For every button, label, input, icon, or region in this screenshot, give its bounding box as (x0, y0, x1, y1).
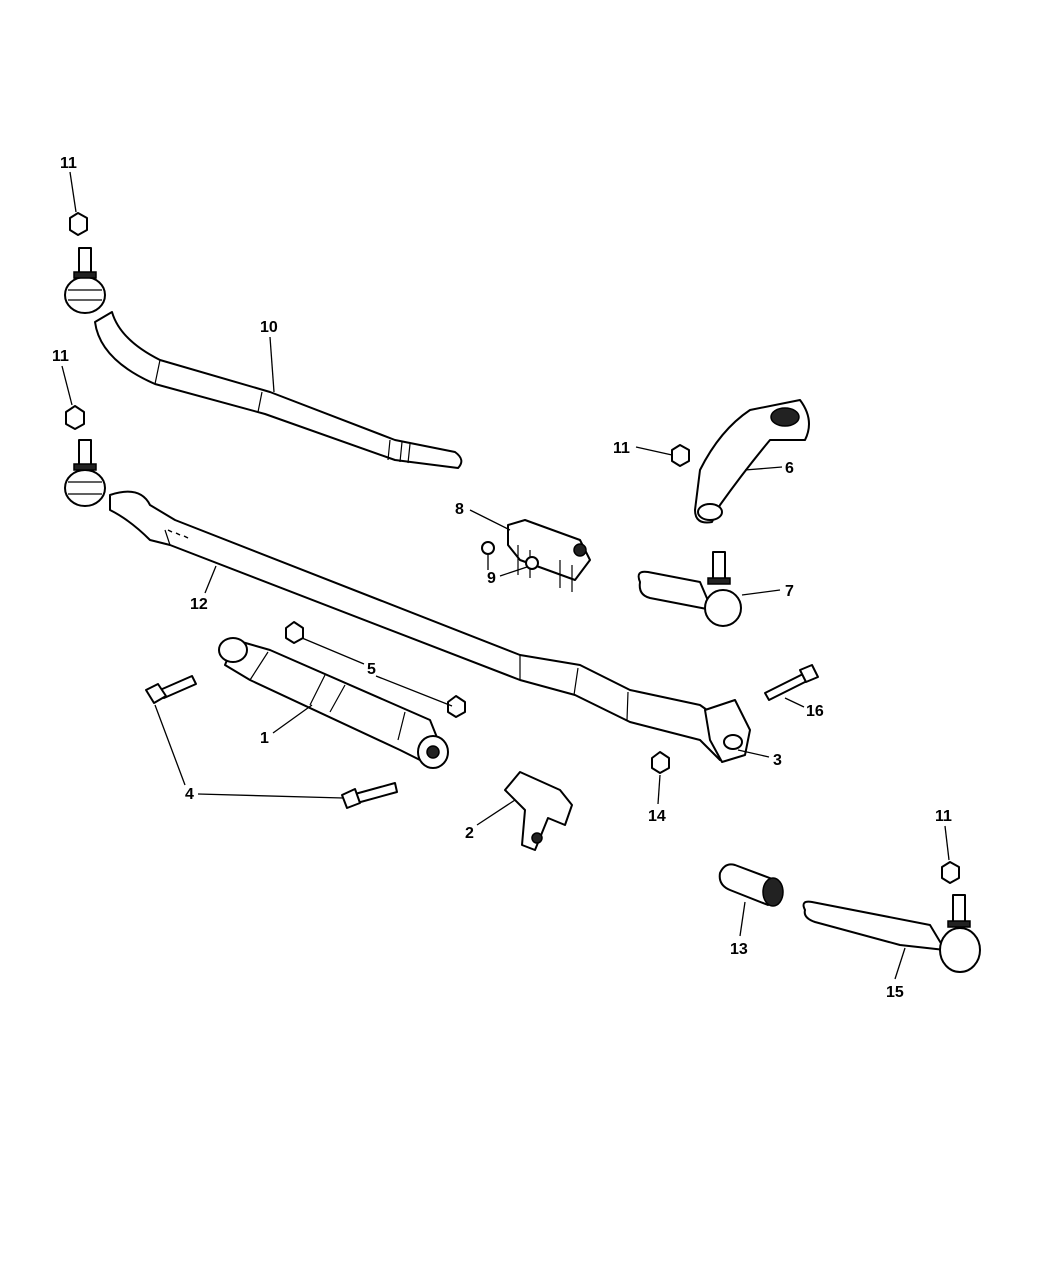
clamp-part-2 (504, 771, 573, 851)
nut-part-11-b (65, 405, 85, 430)
callout-3: 3 (773, 752, 782, 769)
tie-rod-end-part-15 (802, 894, 981, 973)
sleeve-part-13 (718, 863, 784, 907)
callout-11: 11 (52, 348, 69, 365)
callout-1: 1 (260, 730, 269, 747)
callout-9: 9 (487, 570, 496, 587)
callout-12: 12 (190, 596, 208, 613)
drag-link-part-10 (64, 247, 463, 469)
nut-part-14 (651, 751, 670, 774)
adjuster-sleeve-part-8 (507, 519, 591, 592)
nut-part-5-a (285, 621, 304, 644)
leader-lines (61, 171, 950, 980)
steering-damper-part-1 (218, 637, 449, 769)
pitman-arm-part-6 (694, 399, 810, 524)
nut-part-11-a (69, 212, 88, 236)
callout-15: 15 (886, 984, 904, 1001)
nut-part-5-b (447, 695, 466, 718)
callout-10: 10 (260, 319, 278, 336)
bolt-part-16 (764, 664, 819, 701)
callout-11: 11 (60, 155, 77, 172)
callout-11: 11 (613, 440, 630, 457)
nut-part-9-b (525, 556, 539, 570)
nut-part-11-d (941, 861, 960, 884)
callout-13: 13 (730, 941, 748, 958)
callout-14: 14 (648, 808, 666, 825)
callout-11: 11 (935, 808, 952, 825)
callout-7: 7 (785, 583, 794, 600)
bolt-part-4-b (341, 782, 398, 809)
callout-6: 6 (785, 460, 794, 477)
callout-16: 16 (806, 703, 824, 720)
callout-2: 2 (465, 825, 474, 842)
tie-rod-end-part-7 (637, 551, 742, 627)
callout-4: 4 (185, 786, 194, 803)
nut-part-9-a (481, 541, 495, 555)
callout-8: 8 (455, 501, 464, 518)
callout-5: 5 (367, 661, 376, 678)
nut-part-11-c (671, 444, 690, 467)
bolt-part-4-a (145, 675, 197, 704)
tie-rod-part-12 (64, 439, 751, 763)
